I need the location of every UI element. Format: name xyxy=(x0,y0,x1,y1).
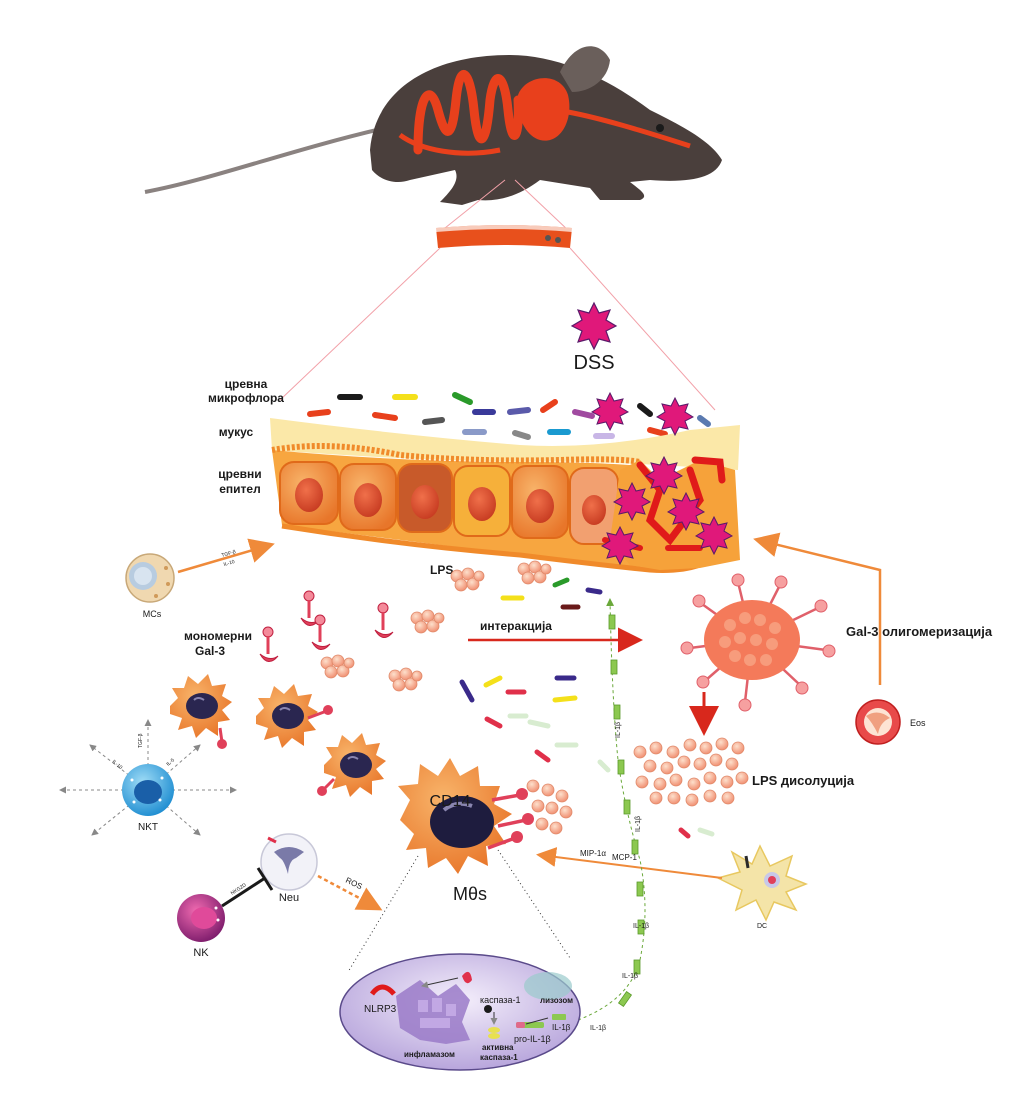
dss-label: DSS xyxy=(573,352,614,374)
microflora-label: цревна xyxy=(225,377,268,391)
gal3-monomers xyxy=(259,590,394,662)
dc-cell-icon xyxy=(715,844,809,922)
lps-dissolution-particles xyxy=(633,737,749,807)
mucus-label: мукус xyxy=(219,425,254,439)
dss-star-icon xyxy=(570,301,618,351)
eos-arrow-icon xyxy=(753,532,882,685)
mucus-layer xyxy=(270,418,740,470)
neu-label: Neu xyxy=(279,892,299,904)
zoom-lines xyxy=(279,179,716,411)
ros-arrow-icon xyxy=(317,874,383,911)
nkt-cell-icon xyxy=(122,764,174,816)
gal3-oligomer-icon xyxy=(680,573,836,712)
epithelium-label-2: епител xyxy=(219,482,260,496)
eos-label: Eos xyxy=(910,718,926,728)
il1b-label-1: IL-1β xyxy=(615,722,622,738)
mip-label: MIP-1α xyxy=(580,849,606,858)
il1b-inner-label: IL-1β xyxy=(552,1023,571,1032)
il1b-label-5: IL-1β xyxy=(590,1025,606,1032)
il1b-label-3: IL-1β xyxy=(633,923,649,930)
cd14-macrophage-icon xyxy=(398,758,573,874)
pro-il1b-label: pro-IL-1β xyxy=(514,1034,551,1044)
dc-arrow-icon xyxy=(536,847,723,879)
lps-particle-clusters xyxy=(320,560,552,692)
mouse-icon xyxy=(144,46,722,205)
interaction-label: интеракција xyxy=(480,619,552,633)
mcs-arrow-icon xyxy=(177,538,275,574)
epithelium-layer xyxy=(271,443,740,573)
nk-label: NK xyxy=(193,947,209,959)
inflammasome-panel xyxy=(339,953,581,1071)
nlrp3-label: NLRP3 xyxy=(364,1004,397,1015)
mcp-label: MCP-1 xyxy=(612,853,637,862)
monomeric-gal3-label: мономерни xyxy=(184,629,252,643)
mcs-arrow-label-2: IL-10 xyxy=(223,559,236,568)
mcs-cell-icon xyxy=(125,553,175,603)
active-caspase-label: активна xyxy=(482,1043,514,1052)
cd14-label: CD14 xyxy=(430,793,471,810)
nkt-ray-label-2: IL-10 xyxy=(111,759,124,771)
dss-stars xyxy=(590,391,734,566)
active-caspase-label-2: каспаза-1 xyxy=(480,1053,518,1062)
nkt-ray-label-1: TGF-β xyxy=(138,733,144,748)
eos-cell-icon xyxy=(855,699,901,745)
gal3-bound-cells xyxy=(170,674,386,797)
mcs-label: MCs xyxy=(143,609,162,619)
epithelium-label: цревни xyxy=(218,467,261,481)
inflammasome-zoom-lines xyxy=(347,849,571,973)
lps-dissolution-label: LPS дисолуција xyxy=(752,773,855,788)
mcs-arrow-label-1: TGF-β xyxy=(221,549,237,559)
gal3-oligomerization-label: Gal-3 олигомеризација xyxy=(846,624,993,639)
il1b-path xyxy=(577,598,646,1021)
microflora-label-2: микрофлора xyxy=(208,391,284,405)
ros-label: ROS xyxy=(344,876,364,891)
monomeric-gal3-label-2: Gal-3 xyxy=(195,644,225,658)
il1b-label-2: IL-1β xyxy=(635,816,642,832)
lps-label: LPS xyxy=(430,563,453,577)
dc-label: DC xyxy=(757,923,767,930)
lysosome-label: лизозом xyxy=(540,996,573,1005)
nkt-label: NKT xyxy=(138,822,158,833)
nk-inhibition-icon xyxy=(221,867,274,908)
caspase1-label: каспаза-1 xyxy=(480,995,521,1005)
nk-cell-icon xyxy=(177,894,225,942)
tissue-strip xyxy=(436,225,572,248)
neu-cell-icon xyxy=(260,833,318,891)
inflammasome-label: инфламазом xyxy=(404,1050,455,1059)
nkt-ray-label-3: IL-5 xyxy=(165,757,176,767)
lps-fragments xyxy=(459,577,715,839)
il1b-label-4: IL-1β xyxy=(622,973,638,980)
bacteria-icon xyxy=(307,392,711,440)
macrophages-label: Mθs xyxy=(453,884,487,904)
